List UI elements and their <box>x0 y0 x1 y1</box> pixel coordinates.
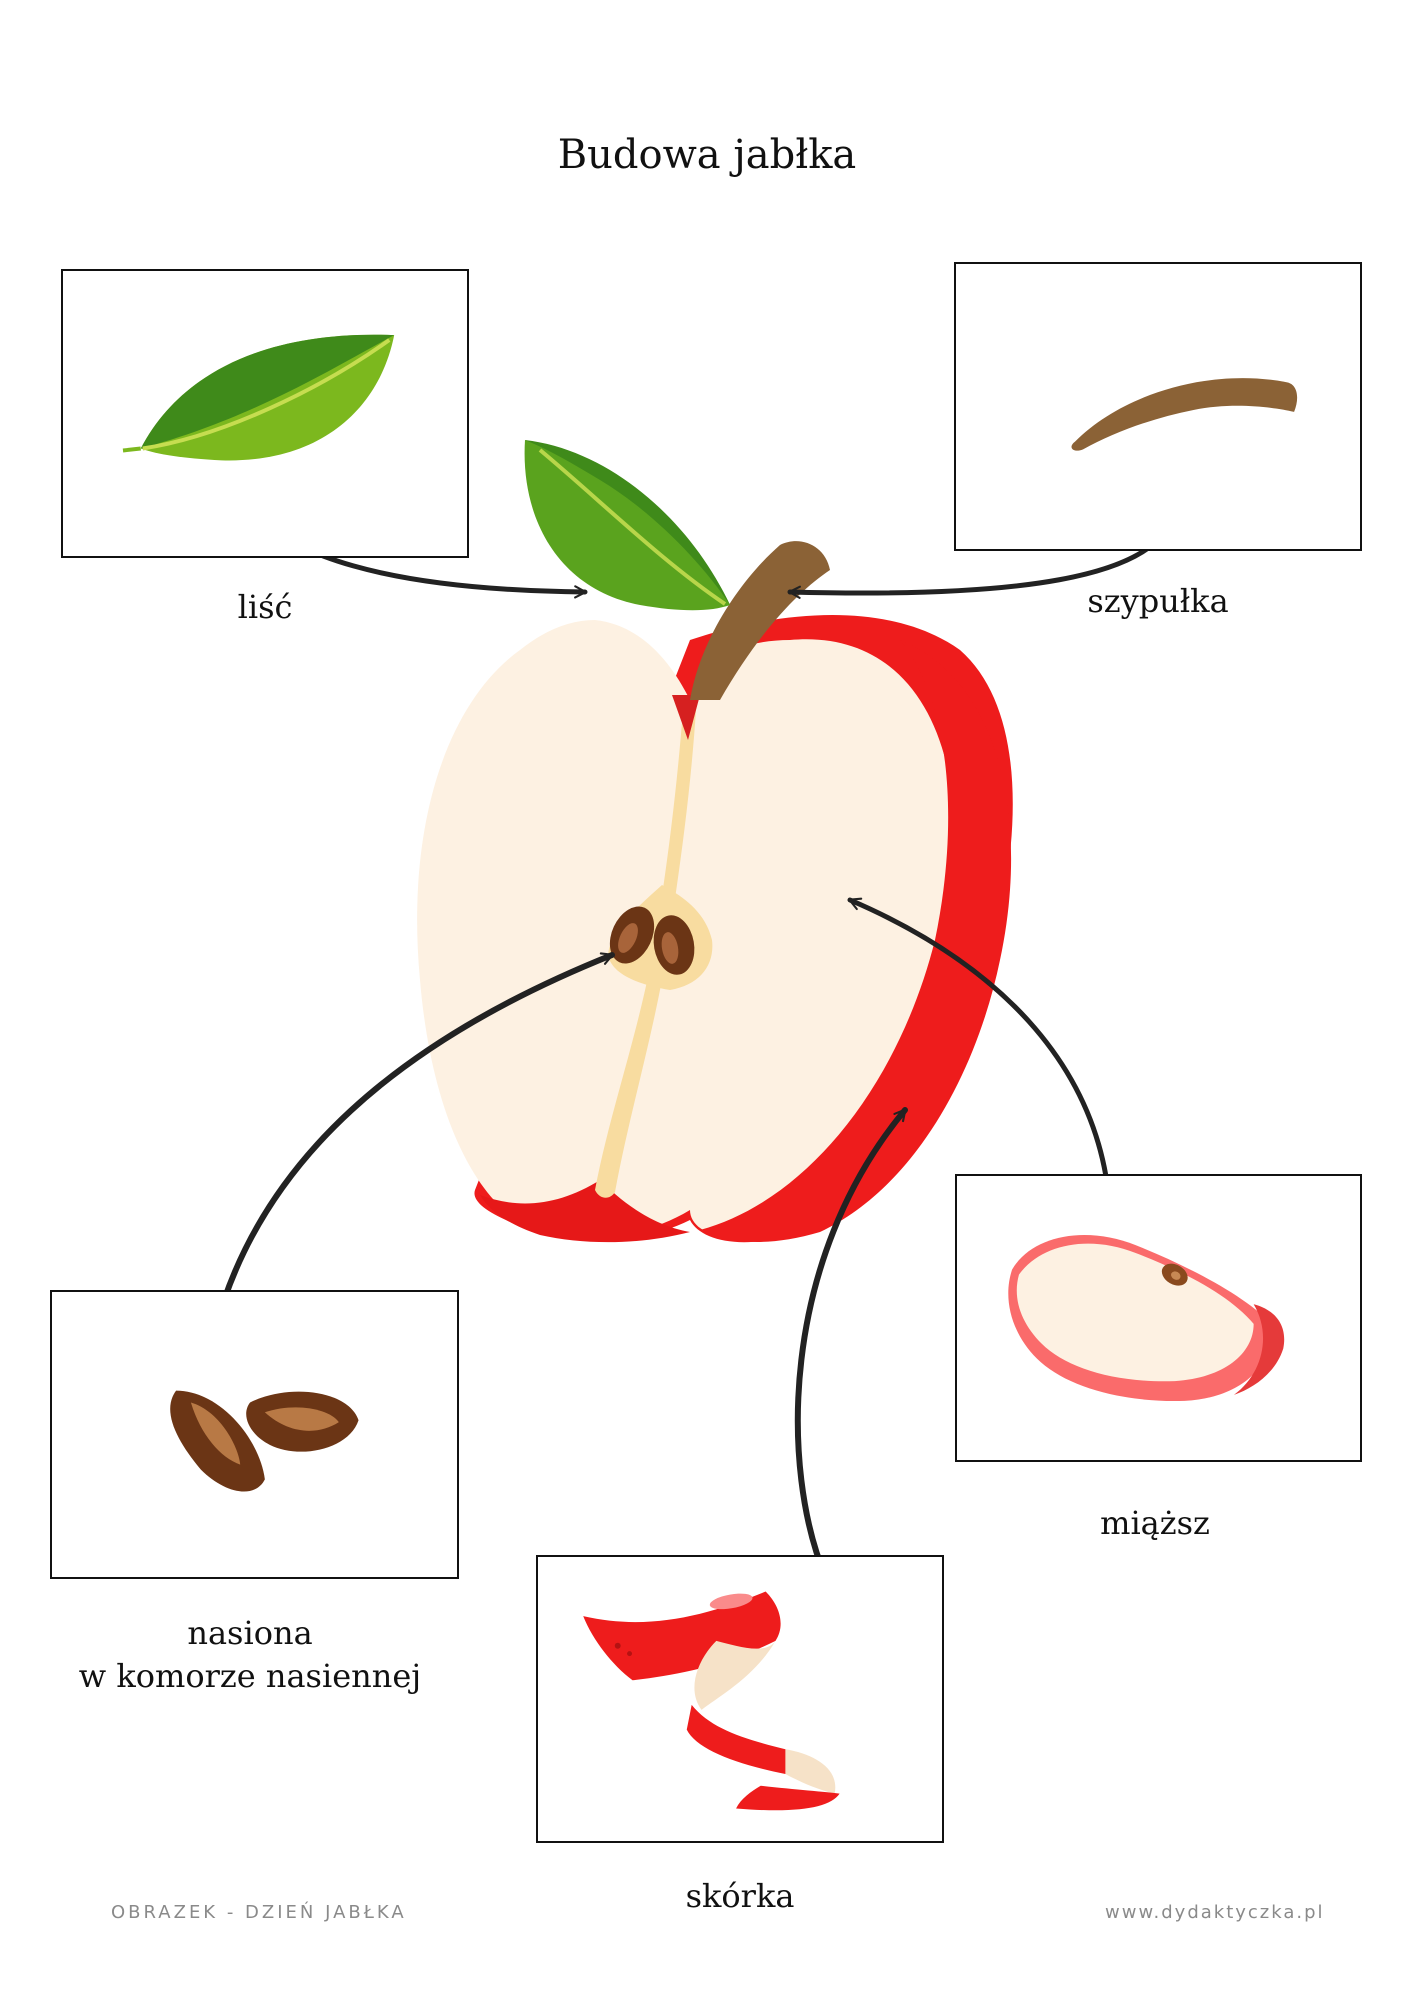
label-seeds-line2: w komorze nasiennej <box>78 1657 422 1696</box>
skin-icon <box>583 1591 840 1811</box>
skin-box <box>536 1555 944 1843</box>
arrow-seeds <box>212 952 615 1333</box>
label-flesh: miąższ <box>1100 1504 1210 1542</box>
arrow-flesh <box>847 897 1113 1213</box>
label-stem: szypułka <box>1087 582 1229 620</box>
stem-icon <box>690 541 830 700</box>
apple-half <box>417 615 1013 1243</box>
label-skin: skórka <box>685 1877 795 1915</box>
label-seeds-line1: nasiona <box>187 1614 313 1652</box>
leaf-icon <box>122 334 395 461</box>
footer-left: OBRAZEK - DZIEŃ JABŁKA <box>111 1902 407 1923</box>
leaf-box <box>61 269 469 558</box>
label-seeds: nasiona w komorze nasiennej <box>60 1612 440 1698</box>
seeds-box <box>50 1290 459 1579</box>
seeds-icon <box>170 1390 359 1492</box>
flesh-box <box>955 1174 1362 1462</box>
leaf-icon <box>524 440 730 611</box>
flesh-icon <box>1008 1234 1285 1402</box>
page-title: Budowa jabłka <box>557 132 857 178</box>
stem-box <box>954 262 1362 551</box>
stem-icon <box>1071 378 1298 451</box>
footer-right[interactable]: www.dydaktyczka.pl <box>1105 1902 1325 1923</box>
arrow-skin <box>794 1107 908 1581</box>
label-leaf: liść <box>237 588 293 626</box>
